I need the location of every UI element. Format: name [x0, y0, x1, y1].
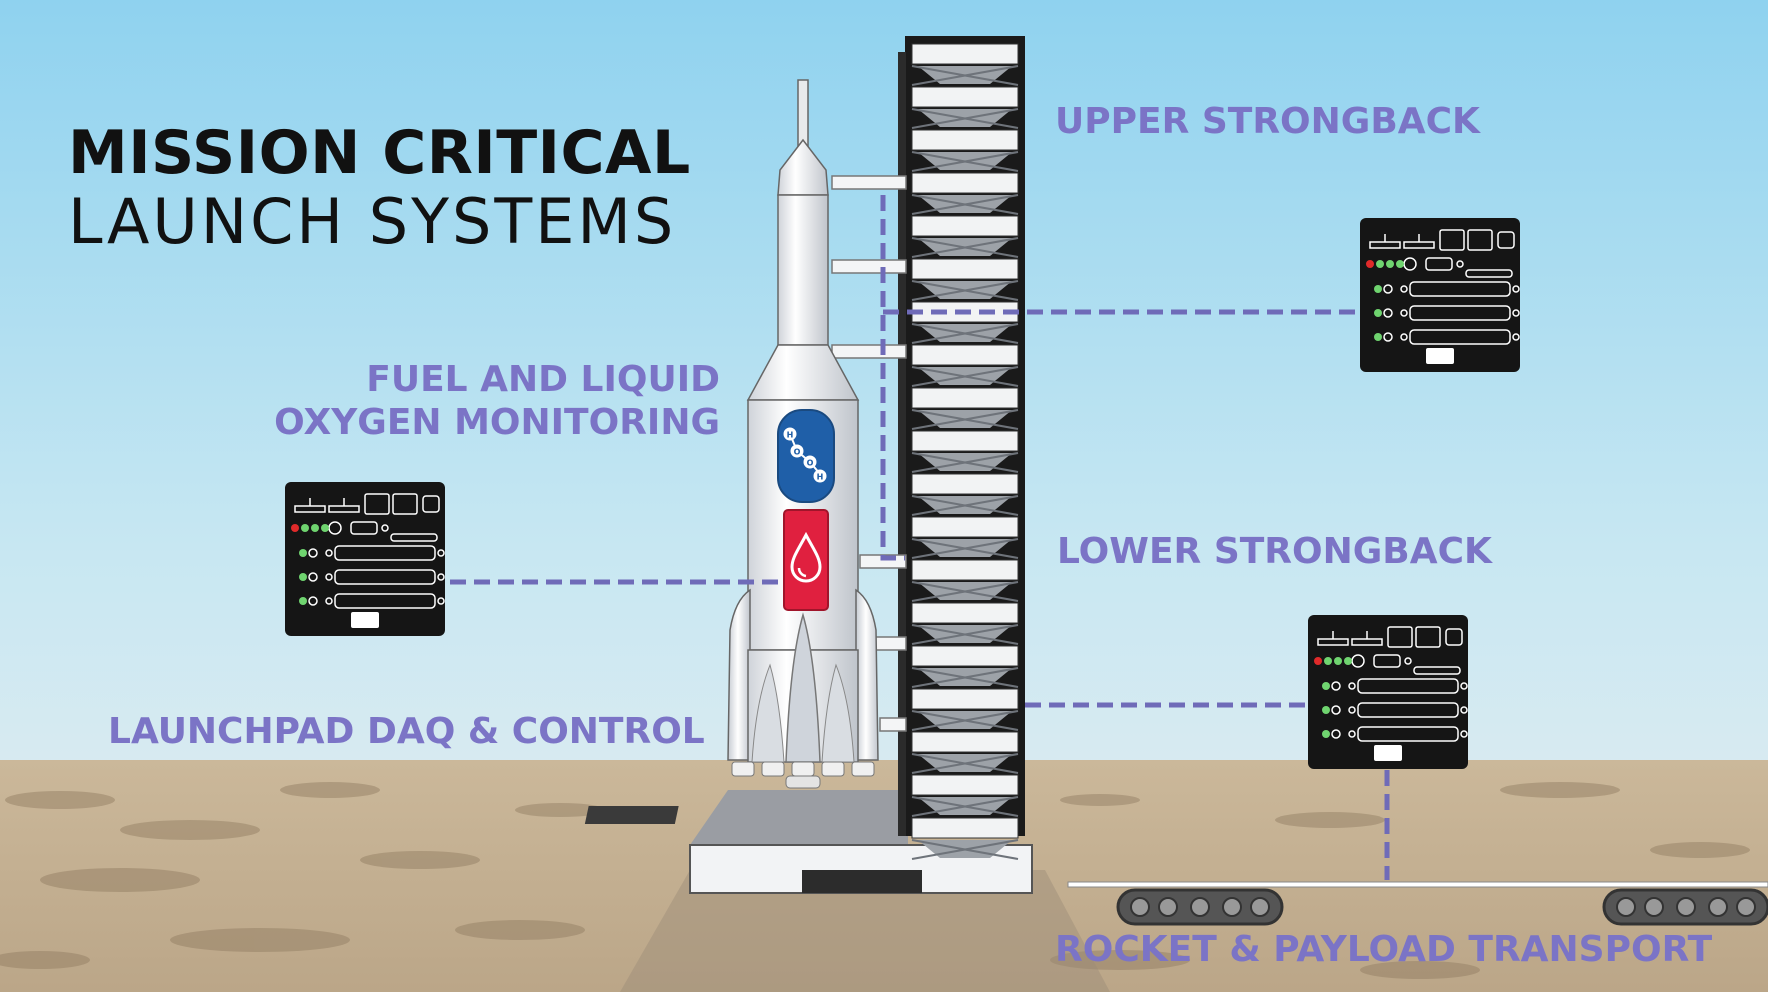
- label-launchpad-daq: LAUNCHPAD DAQ & CONTROL: [108, 711, 705, 752]
- label-transport: ROCKET & PAYLOAD TRANSPORT: [1055, 929, 1713, 970]
- transport-system: [1067, 881, 1768, 926]
- molecule-atom-h2: H: [817, 473, 824, 482]
- tower-cell: [911, 43, 1019, 86]
- ground-texture: [0, 782, 1750, 979]
- tower-cell: [911, 344, 1019, 387]
- tower-cell: [911, 731, 1019, 774]
- tower-cell: [911, 473, 1019, 516]
- title-line-2: LAUNCH SYSTEMS: [68, 185, 677, 258]
- tower-cell: [911, 602, 1019, 645]
- molecule-atom-h1: H: [787, 431, 794, 440]
- tower-cell: [911, 817, 1019, 860]
- crawler-tread-right: [1602, 888, 1768, 926]
- title-line-1: MISSION CRITICAL: [68, 118, 691, 188]
- daq-control-module-fuel[interactable]: [285, 482, 445, 636]
- label-lower-strongback: LOWER STRONGBACK: [1057, 531, 1492, 572]
- tower-cell: [911, 645, 1019, 688]
- tower-cell: [911, 387, 1019, 430]
- strongback-tower: [898, 36, 1025, 860]
- molecule-atom-o2: O: [807, 459, 814, 468]
- tower-cell: [911, 774, 1019, 817]
- crawler-tread-left: [1116, 888, 1284, 926]
- h2o2-molecule-icon: [783, 427, 827, 483]
- daq-control-module-upper[interactable]: [1360, 218, 1520, 372]
- label-fuel-line-2: OXYGEN MONITORING: [274, 402, 720, 444]
- tower-cell: [911, 516, 1019, 559]
- tower-cell: [911, 215, 1019, 258]
- connectors: [450, 195, 1390, 880]
- molecule-atom-o1: O: [794, 448, 801, 457]
- tower-cell: [911, 86, 1019, 129]
- oxygen-tank: H O O H: [777, 409, 835, 503]
- daq-control-module-lower[interactable]: [1308, 615, 1468, 769]
- tower-cell: [911, 172, 1019, 215]
- pad-shadow: [620, 870, 1110, 992]
- label-fuel-line-1: FUEL AND LIQUID: [366, 359, 720, 400]
- fuel-tank: [783, 509, 829, 611]
- label-upper-strongback: UPPER STRONGBACK: [1055, 101, 1480, 142]
- tower-cell: [911, 258, 1019, 301]
- tower-cell: [911, 688, 1019, 731]
- tower-cell: [911, 559, 1019, 602]
- tower-cell: [911, 129, 1019, 172]
- tower-cell: [911, 430, 1019, 473]
- fuel-drop-icon: [790, 531, 822, 583]
- service-arms: [831, 175, 907, 732]
- label-fuel-monitoring: FUEL AND LIQUID OXYGEN MONITORING: [274, 358, 720, 444]
